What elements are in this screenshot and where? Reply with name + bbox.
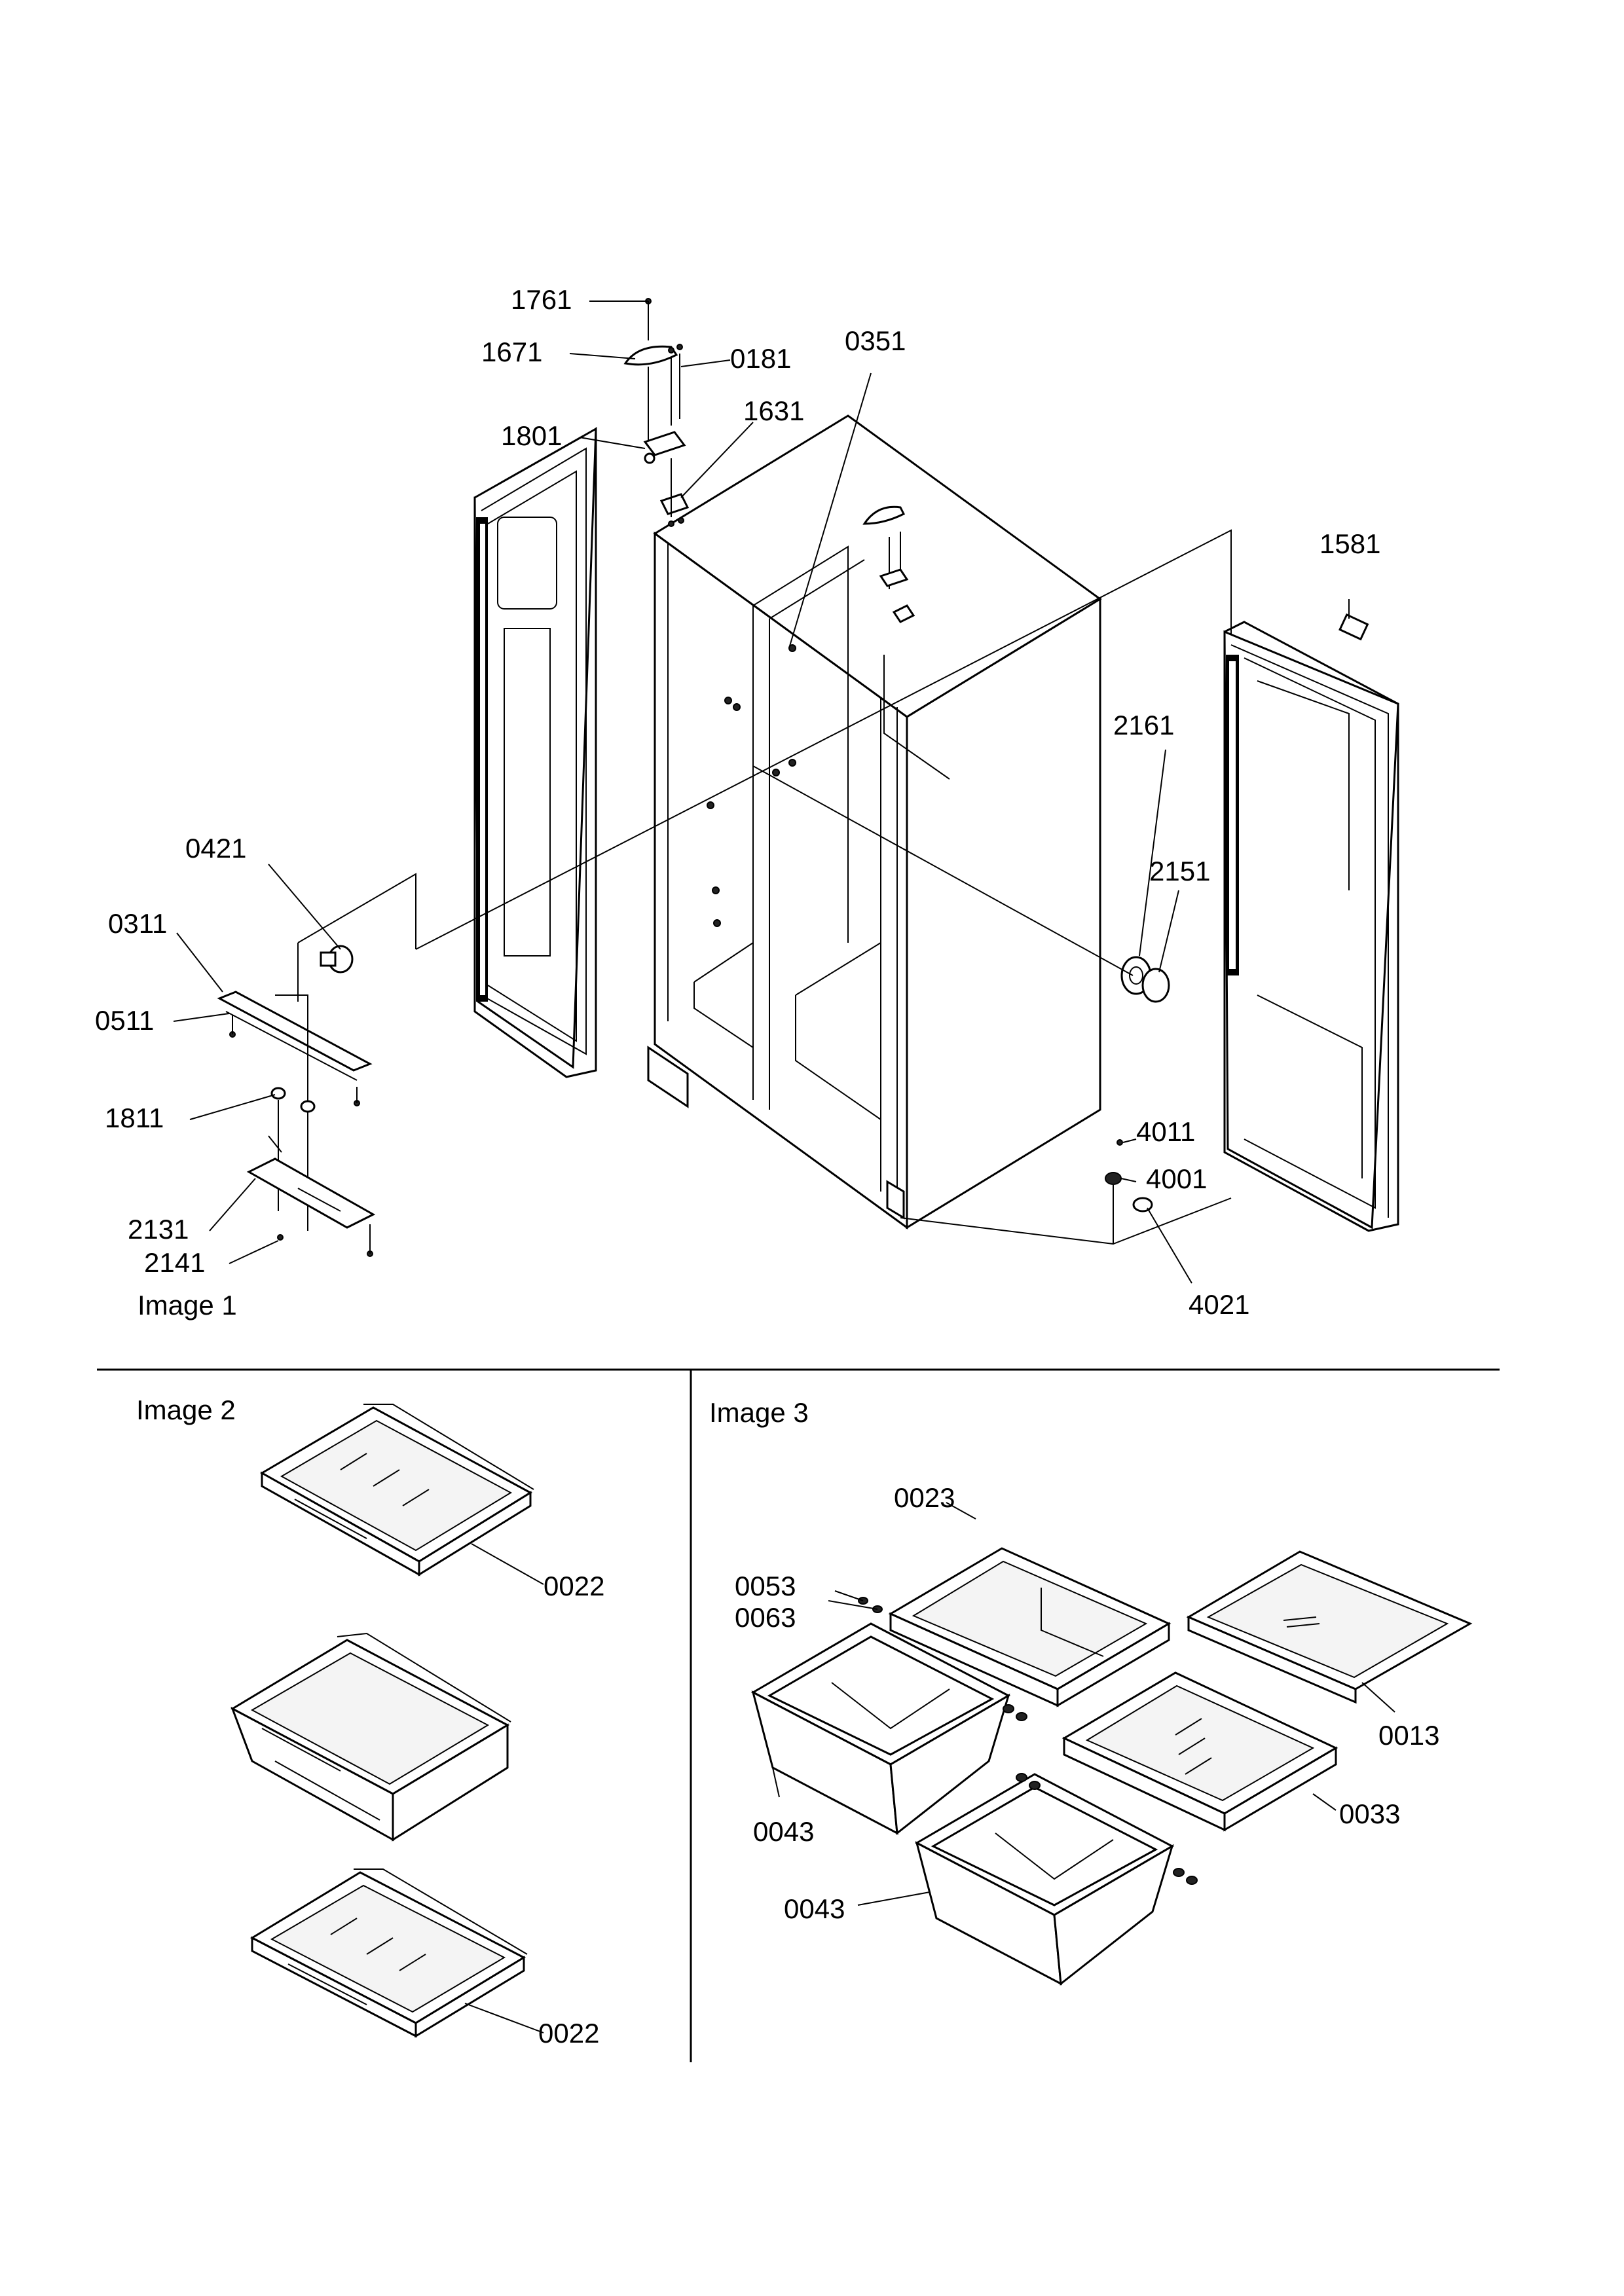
callout-0421: 0421 xyxy=(185,833,246,864)
top-hinge-assembly xyxy=(623,298,686,527)
callout-1631: 1631 xyxy=(743,395,804,426)
bracket-0311 xyxy=(217,991,373,1072)
callout-0311: 0311 xyxy=(108,908,167,939)
callout-2161: 2161 xyxy=(1113,710,1174,740)
callout-0033: 0033 xyxy=(1339,1798,1400,1829)
right-bottom-parts xyxy=(1105,956,1170,1244)
bottom-hinge-assembly xyxy=(217,873,416,1257)
plate-2131 xyxy=(246,1157,376,1229)
shelf-bottom xyxy=(249,1868,528,2038)
callout-2151: 2151 xyxy=(1149,856,1210,886)
freezer-door xyxy=(473,427,597,1078)
cap-4021 xyxy=(1132,1197,1153,1212)
shelf-middle xyxy=(230,1632,511,1842)
callout-0043-bottom: 0043 xyxy=(784,1893,845,1924)
cabinet xyxy=(647,414,1102,1230)
callout-2131: 2131 xyxy=(128,1214,189,1245)
callout-4011: 4011 xyxy=(1136,1116,1195,1147)
callout-1801: 1801 xyxy=(501,420,562,451)
fresh-food-door xyxy=(1223,613,1399,1232)
callout-1761: 1761 xyxy=(511,284,572,315)
image-3-label: Image 3 xyxy=(709,1397,809,1428)
washer-4001 xyxy=(1105,1172,1122,1185)
crisper-drawer-bottom xyxy=(914,1773,1198,1986)
callout-1811: 1811 xyxy=(105,1102,164,1133)
callout-0511: 0511 xyxy=(95,1005,154,1036)
callout-1581: 1581 xyxy=(1320,528,1380,559)
image-2-label: Image 2 xyxy=(136,1394,236,1425)
connector-lines xyxy=(415,529,1232,1245)
callout-labels: 1761 1671 0181 0351 1631 1801 1581 2161 … xyxy=(95,284,1380,1321)
callout-4021: 4021 xyxy=(1189,1289,1249,1320)
callout-0013: 0013 xyxy=(1378,1720,1439,1751)
callout-0181: 0181 xyxy=(730,343,791,374)
callout-0351: 0351 xyxy=(845,325,906,356)
crisper-frame-bottom xyxy=(1061,1671,1338,1832)
callout-1671: 1671 xyxy=(481,337,542,367)
image-2-shelves: Image 2 xyxy=(136,1394,604,2049)
callout-0022-top: 0022 xyxy=(544,1571,604,1601)
callout-2141: 2141 xyxy=(144,1247,205,1278)
callout-0063: 0063 xyxy=(735,1602,796,1633)
callout-0053: 0053 xyxy=(735,1571,796,1601)
glass-shelf-cover xyxy=(1186,1550,1473,1704)
shelf-top xyxy=(259,1404,534,1576)
hinge-1801 xyxy=(643,431,686,456)
door-shelves-right xyxy=(1226,655,1239,975)
screw-4011 xyxy=(1116,1139,1123,1146)
door-shelves-left xyxy=(476,517,488,1002)
callout-0023: 0023 xyxy=(894,1482,955,1513)
image-1-label: Image 1 xyxy=(138,1290,237,1321)
crisper-frame-top xyxy=(888,1547,1172,1707)
crisper-drawer-top xyxy=(750,1622,1027,1835)
callout-4001: 4001 xyxy=(1146,1163,1207,1194)
image-3-crispers: Image 3 xyxy=(709,1397,1473,1986)
callout-0022-bottom: 0022 xyxy=(538,2018,599,2049)
washer-1811 xyxy=(270,1087,286,1100)
callout-0043-top: 0043 xyxy=(753,1816,814,1847)
cap-2151 xyxy=(1141,968,1170,1003)
callout-leaders xyxy=(173,301,1350,1284)
